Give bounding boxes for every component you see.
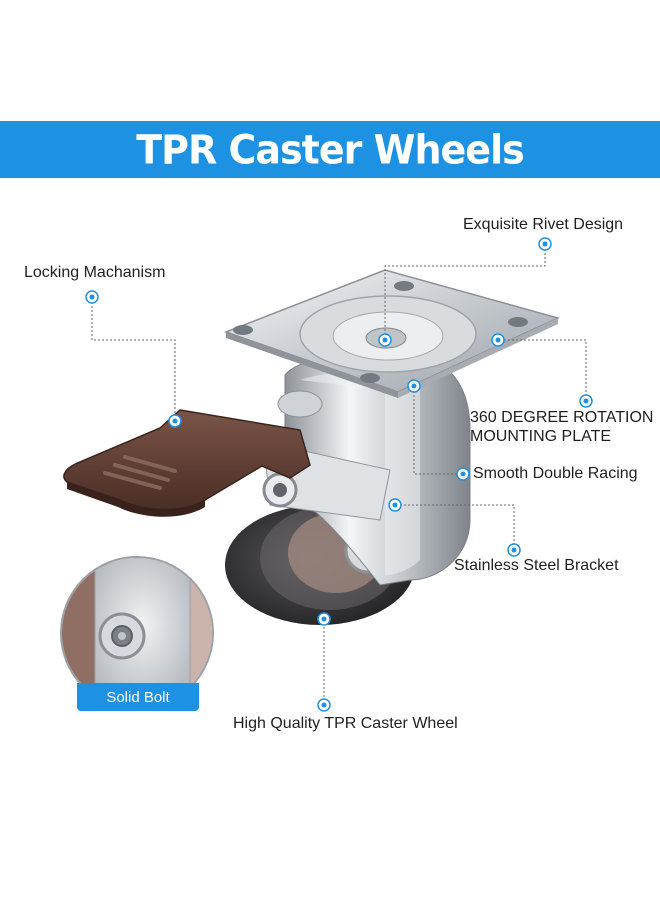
solid-bolt-label: Solid Bolt (77, 683, 199, 711)
callout-dots (85, 237, 593, 712)
label-steel-bracket: Stainless Steel Bracket (454, 557, 619, 574)
label-rotation-line2: MOUNTING PLATE (470, 428, 612, 445)
dot-bracket-target (388, 498, 402, 512)
callout-lines (91, 245, 587, 705)
dot-rivet-target (378, 333, 392, 347)
dot-racing (456, 467, 470, 481)
label-locking-mechanism: Locking Machanism (24, 264, 166, 281)
dot-wheel-target (317, 612, 331, 626)
label-rotation-line1: 360 DEGREE ROTATION (470, 409, 654, 426)
mounting-plate (223, 269, 561, 398)
dot-locking-target (168, 414, 182, 428)
dot-wheel (317, 698, 331, 712)
dot-rotation-target (491, 333, 505, 347)
dot-racing-target (407, 379, 421, 393)
dot-rivet (538, 237, 552, 251)
locking-brake-pedal (63, 409, 311, 517)
label-rivet-design: Exquisite Rivet Design (463, 216, 624, 233)
title-banner: TPR Caster Wheels (0, 121, 660, 178)
label-double-racing: Smooth Double Racing (473, 465, 638, 482)
dot-bracket (507, 543, 521, 557)
label-tpr-wheel: High Quality TPR Caster Wheel (233, 715, 458, 732)
dot-rotation (579, 394, 593, 408)
banner-title: TPR Caster Wheels (136, 126, 524, 173)
dot-locking (85, 290, 99, 304)
